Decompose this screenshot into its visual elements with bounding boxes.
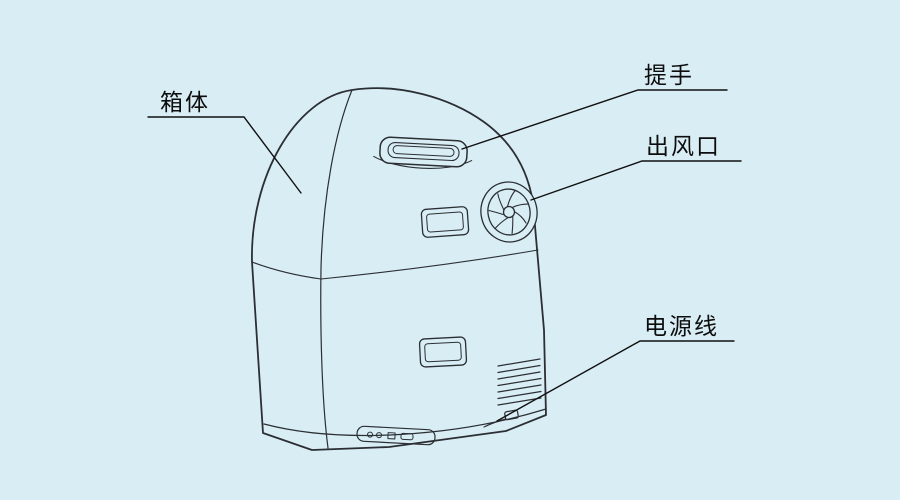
left-band-seam	[251, 261, 322, 280]
label-air-outlet: 出风口	[646, 133, 721, 159]
label-power-cord: 电源线	[644, 313, 719, 339]
front-face-seam	[320, 249, 539, 280]
cabinet-body-drawing	[251, 87, 547, 451]
air-outlet-fan	[480, 181, 538, 243]
label-cabinet-body: 箱体	[160, 89, 210, 115]
cabinet-silhouette	[251, 87, 547, 451]
lower-recess-panel	[418, 336, 468, 368]
label-handle: 提手	[644, 62, 694, 88]
louver-grille	[497, 358, 542, 406]
upper-recess-panel	[420, 206, 470, 238]
base-control-strip	[356, 425, 436, 446]
leader-line-power-cord	[496, 340, 735, 422]
fan-outer-ring	[480, 181, 538, 243]
handle-inner-opening	[387, 141, 460, 162]
fan-blades	[488, 190, 529, 235]
handle-grip-bar	[392, 145, 455, 157]
leader-line-air-outlet	[530, 160, 742, 201]
handle-drawing	[373, 136, 473, 169]
leader-line-cabinet-body	[147, 116, 302, 194]
leader-line-handle	[461, 89, 728, 150]
end-face-seam	[320, 89, 353, 449]
fan-inner-ring	[487, 188, 531, 236]
callout-leader-lines	[147, 89, 742, 422]
